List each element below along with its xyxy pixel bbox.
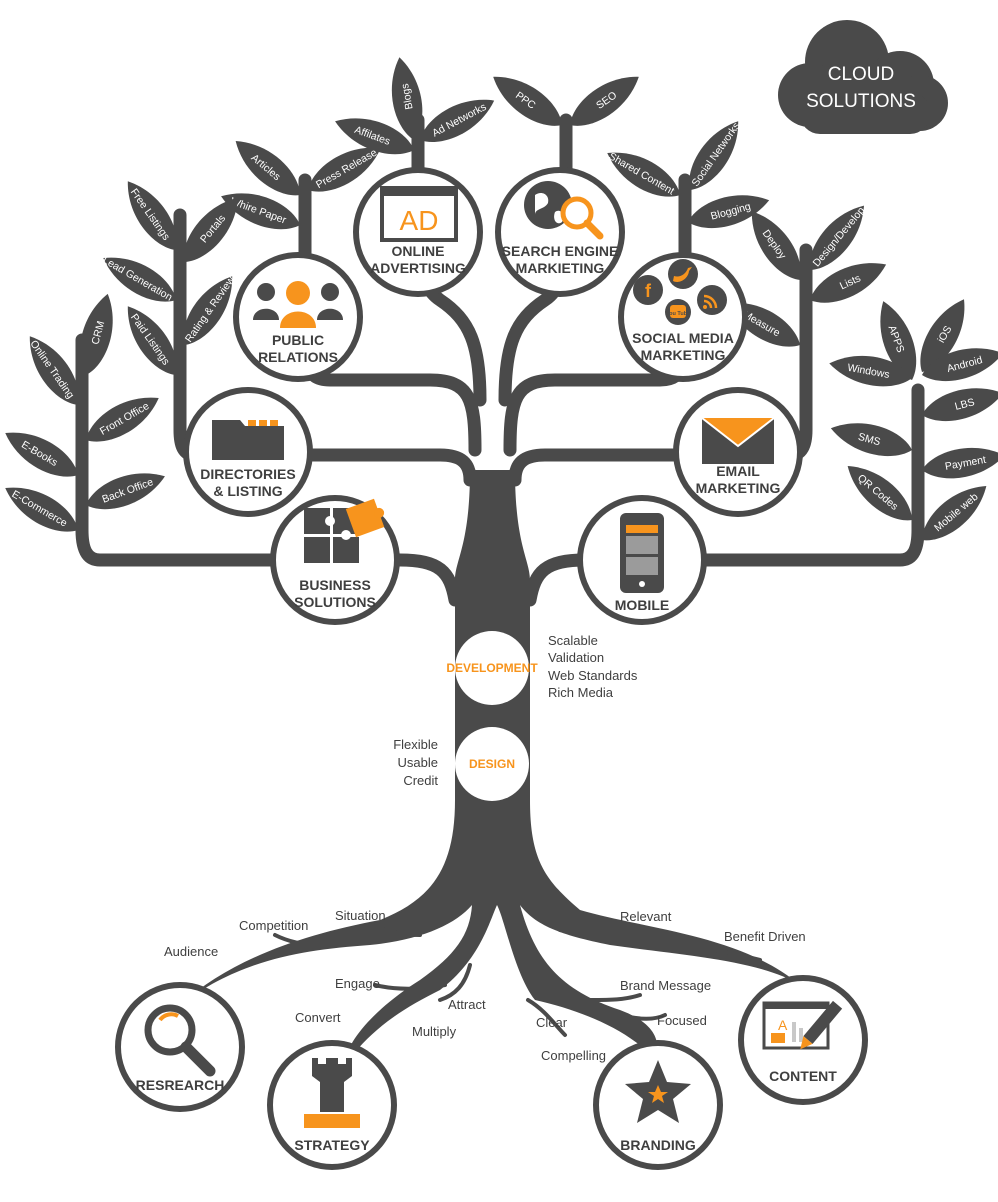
design-notes: Flexible Usable Credit xyxy=(393,737,438,788)
leaf-crm: CRM xyxy=(72,290,122,379)
root-labels: Situation Competition Audience Engage At… xyxy=(164,908,806,1063)
business-label-1: BUSINESS xyxy=(299,577,371,593)
root-clear: Clear xyxy=(536,1015,568,1030)
leaf-blogs: Blogs xyxy=(385,54,429,143)
svg-text:Social Networks: Social Networks xyxy=(690,120,743,189)
root-audience: Audience xyxy=(164,944,218,959)
youtube-text: You Tube xyxy=(666,311,690,317)
design-circle xyxy=(455,727,529,801)
leaf-ios: iOS xyxy=(909,292,977,380)
root-brand-message: Brand Message xyxy=(620,978,711,993)
svg-text:Design/Develop: Design/Develop xyxy=(811,205,868,270)
research-label: RESREARCH xyxy=(136,1077,225,1093)
leaf-qr-codes: QR Codes xyxy=(838,455,922,531)
leaf-lists: Lists xyxy=(803,251,893,313)
puzzle-icon xyxy=(304,498,385,563)
ad-icon-text: AD xyxy=(400,205,439,236)
leaf-apps: APPS xyxy=(869,296,926,385)
dev-note-3: Web Standards xyxy=(548,668,638,683)
svg-text:LBS: LBS xyxy=(954,396,976,413)
rook-icon xyxy=(304,1058,360,1128)
leaf-affiliates: Affilates xyxy=(330,107,419,164)
email-label-2: MARKETING xyxy=(696,480,781,496)
rss-icon xyxy=(703,294,718,309)
leaf-payment: Payment xyxy=(919,441,998,485)
leaf-ad-networks: Ad Networks xyxy=(413,87,501,153)
root-relevant: Relevant xyxy=(620,909,672,924)
ad-browser-icon: AD xyxy=(380,186,458,242)
content-label: CONTENT xyxy=(769,1068,837,1084)
cloud-solutions: CLOUD SOLUTIONS xyxy=(778,20,948,134)
public-relations-label-2: RELATIONS xyxy=(258,349,338,365)
svg-text:Rating & Review: Rating & Review xyxy=(183,274,238,345)
leaf-back-office: Back Office xyxy=(81,462,170,519)
leaf-blogging: Blogging xyxy=(684,186,773,236)
leaf-sms: SMS xyxy=(827,414,916,464)
envelope-icon xyxy=(701,417,775,464)
development-circle xyxy=(455,631,529,705)
business-label-2: SOLUTIONS xyxy=(294,594,376,610)
svg-text:SMS: SMS xyxy=(857,431,882,448)
globe-magnifier-icon xyxy=(524,181,604,240)
online-advertising-label-2: ADVERTISING xyxy=(370,260,466,276)
social-media-label-1: SOCIAL MEDIA xyxy=(632,330,734,346)
development-notes: Scalable Validation Web Standards Rich M… xyxy=(548,633,638,700)
root-competition: Competition xyxy=(239,918,308,933)
branding-label: BRANDING xyxy=(620,1137,696,1153)
phone-icon xyxy=(620,513,664,593)
design-label: DESIGN xyxy=(469,757,515,771)
email-label-1: EMAIL xyxy=(716,463,760,479)
youtube-icon xyxy=(670,305,686,318)
search-engine-label-2: MARKIETING xyxy=(516,260,605,276)
root-situation: Situation xyxy=(335,908,386,923)
svg-text:Blogs: Blogs xyxy=(399,83,415,111)
design-note-3: Credit xyxy=(403,773,438,788)
folder-icon xyxy=(212,420,284,460)
cloud-icon xyxy=(778,20,948,134)
leaf-seo: SEO xyxy=(561,65,648,137)
content-editor-icon: A xyxy=(762,1000,843,1050)
design-note-2: Usable xyxy=(398,755,438,770)
svg-text:A: A xyxy=(778,1017,788,1033)
dev-note-1: Scalable xyxy=(548,633,598,648)
leaf-android: Android xyxy=(918,339,998,389)
svg-text:CRM: CRM xyxy=(89,320,107,346)
strategy-label: STRATEGY xyxy=(294,1137,370,1153)
twitter-icon xyxy=(673,267,692,282)
magnifier-icon xyxy=(144,1004,216,1077)
root-engage: Engage xyxy=(335,976,380,991)
public-relations-label-1: PUBLIC xyxy=(272,332,324,348)
root-attract: Attract xyxy=(448,997,486,1012)
online-advertising-label-1: ONLINE xyxy=(392,243,445,259)
development-label: DEVELOPMENT xyxy=(446,661,538,675)
social-icons: f xyxy=(633,259,727,325)
star-icon xyxy=(622,1056,694,1128)
leaf-mobile-web: Mobile web xyxy=(912,475,996,551)
leaf-e-books: E-Books xyxy=(0,420,86,488)
leaf-e-commerce: E-Commerce xyxy=(0,475,86,543)
dev-note-4: Rich Media xyxy=(548,685,614,700)
leaf-front-office: Front Office xyxy=(78,385,166,453)
leaf-lbs: LBS xyxy=(918,379,998,429)
people-icon xyxy=(253,281,343,328)
root-focused: Focused xyxy=(657,1013,707,1028)
mobile-label: MOBILE xyxy=(615,597,669,613)
cloud-label-2: SOLUTIONS xyxy=(806,91,916,112)
directories-label-2: & LISTING xyxy=(213,483,282,499)
root-benefit-driven: Benefit Driven xyxy=(724,929,806,944)
dev-note-2: Validation xyxy=(548,650,604,665)
search-engine-label-1: SEARCH ENGINE xyxy=(502,243,619,259)
cloud-label-1: CLOUD xyxy=(828,64,895,85)
directories-label-1: DIRECTORIES xyxy=(200,466,295,482)
root-convert: Convert xyxy=(295,1010,341,1025)
root-compelling: Compelling xyxy=(541,1048,606,1063)
root-multiply: Multiply xyxy=(412,1024,457,1039)
root-twigs xyxy=(273,923,762,1037)
design-note-1: Flexible xyxy=(393,737,438,752)
facebook-icon: f xyxy=(645,281,652,301)
leaf-windows: Windows xyxy=(826,349,915,393)
social-media-label-2: MARKETING xyxy=(641,347,726,363)
leaf-ppc: PPC xyxy=(484,65,571,137)
